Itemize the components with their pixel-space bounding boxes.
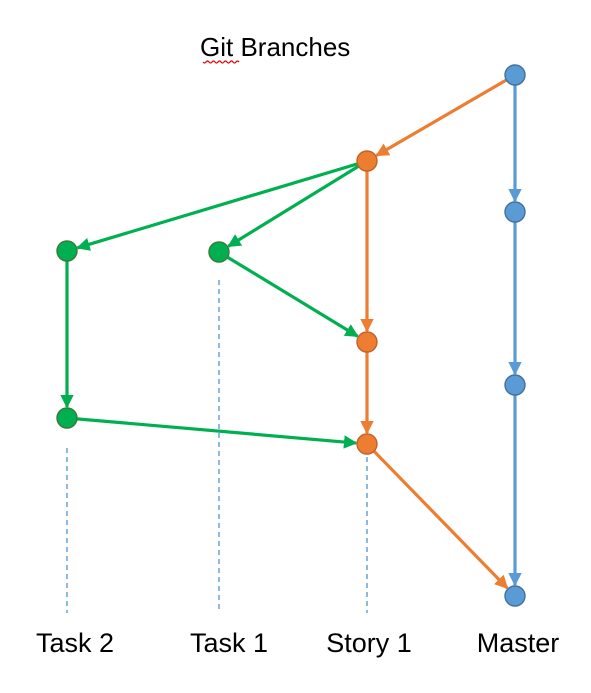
edge-s1-to-t1a [227, 164, 360, 248]
edge-t2b-to-s3 [76, 417, 358, 449]
branch-dashed-lines [66, 280, 368, 613]
commit-node-m1 [504, 64, 526, 86]
branch-label-story1: Story 1 [326, 628, 412, 658]
commit-node-s1 [356, 150, 378, 172]
branch-labels: Task 2 Task 1 Story 1 Master [36, 628, 559, 658]
commit-node-s3 [356, 433, 378, 455]
commit-node-s2 [356, 331, 378, 353]
edge-s1-to-t2a [76, 162, 358, 251]
diagram-title: Git Branches [200, 32, 350, 62]
branch-label-task1: Task 1 [190, 628, 268, 658]
branch-label-master: Master [477, 628, 560, 658]
commit-node-t2b [56, 407, 78, 429]
edge-m1-to-s1 [375, 78, 508, 157]
commit-node-m2 [504, 201, 526, 223]
edge-s3-to-m4 [372, 450, 509, 590]
commit-nodes [56, 64, 526, 607]
commit-node-m3 [504, 374, 526, 396]
spellcheck-squiggle [202, 60, 240, 64]
commit-node-t2a [56, 240, 78, 262]
edge-t1a-to-s2 [226, 255, 359, 338]
branch-label-task2: Task 2 [36, 628, 114, 658]
commit-edges [60, 78, 522, 590]
commit-node-t1a [208, 241, 230, 263]
commit-node-m4 [504, 585, 526, 607]
